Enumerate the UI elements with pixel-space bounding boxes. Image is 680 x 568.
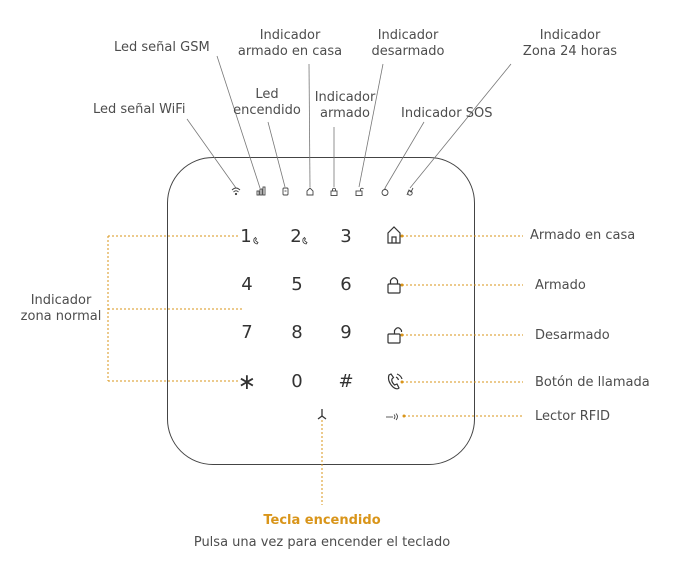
key-2[interactable]: 2 <box>290 226 302 247</box>
label-line: Indicador <box>30 293 92 308</box>
label-desarmado: Desarmado <box>535 328 610 343</box>
leader-led-encendido <box>267 121 286 188</box>
label-sos-indicator: Indicador SOS <box>401 106 493 121</box>
power-key-description: Pulsa una vez para encender el teclado <box>193 535 451 550</box>
gsm-signal-icon <box>256 186 266 196</box>
key-6[interactable]: 6 <box>340 274 352 295</box>
label-armado: Armado <box>535 278 586 293</box>
sos-icon <box>381 188 389 196</box>
label-line: Led <box>255 87 279 102</box>
wifi-icon <box>231 187 241 196</box>
label-line: Indicador <box>377 28 439 43</box>
label-line: Zona 24 horas <box>522 44 618 59</box>
label-line: encendido <box>233 103 301 118</box>
label-led-encendido: Led encendido <box>233 87 301 119</box>
label-line: zona normal <box>20 309 102 324</box>
leader-armado-casa <box>308 63 311 188</box>
label-armado-casa-indicator: Indicador armado en casa <box>238 28 342 60</box>
power-led-icon <box>282 187 289 196</box>
leader-sos <box>384 121 425 189</box>
label-line: Indicador <box>314 90 376 105</box>
label-boton-llamada: Botón de llamada <box>535 375 650 390</box>
key-7[interactable]: 7 <box>241 322 253 343</box>
label-line: Indicador <box>259 28 321 43</box>
label-zona-normal: Indicador zona normal <box>21 293 102 325</box>
key2-phone-icon <box>302 236 308 245</box>
label-line: Indicador <box>539 28 601 43</box>
label-led-gsm: Led señal GSM <box>114 40 210 55</box>
label-line: desarmado <box>371 44 445 59</box>
key1-phone-icon <box>253 236 259 245</box>
rfid-icon <box>386 413 398 421</box>
label-line: armado <box>320 106 370 121</box>
key-8[interactable]: 8 <box>291 322 303 343</box>
power-key-title: Tecla encendido <box>263 513 381 528</box>
leader-wifi <box>186 118 237 189</box>
home-icon <box>387 226 401 244</box>
key-star[interactable]: ∗ <box>237 370 257 395</box>
leader-gsm <box>216 55 261 189</box>
home-armed-icon <box>306 187 314 196</box>
zone-24h-icon <box>406 187 414 196</box>
key-4[interactable]: 4 <box>241 274 253 295</box>
key-hash[interactable]: # <box>338 371 354 392</box>
label-zona24-indicator: Indicador Zona 24 horas <box>523 28 617 60</box>
keypad-device <box>167 157 475 465</box>
armed-lock-icon <box>330 187 338 196</box>
lock-closed-icon <box>387 277 401 294</box>
label-led-wifi: Led señal WiFi <box>93 102 186 117</box>
label-desarmado-indicator: Indicador desarmado <box>372 28 445 60</box>
leader-zona24 <box>409 63 512 189</box>
key-9[interactable]: 9 <box>340 322 352 343</box>
key-5[interactable]: 5 <box>291 274 303 295</box>
key-3[interactable]: 3 <box>340 226 352 247</box>
key-1[interactable]: 1 <box>240 226 252 247</box>
leader-desarmado <box>358 63 384 188</box>
label-line: armado en casa <box>237 44 343 59</box>
phone-call-icon <box>387 373 403 390</box>
disarmed-lock-icon <box>355 187 364 196</box>
key-0[interactable]: 0 <box>291 371 303 392</box>
power-icon <box>317 409 327 420</box>
label-armado-indicator: Indicador armado <box>315 90 376 122</box>
label-lector-rfid: Lector RFID <box>535 409 611 424</box>
label-armado-en-casa: Armado en casa <box>530 228 636 243</box>
lock-open-icon <box>387 327 403 344</box>
